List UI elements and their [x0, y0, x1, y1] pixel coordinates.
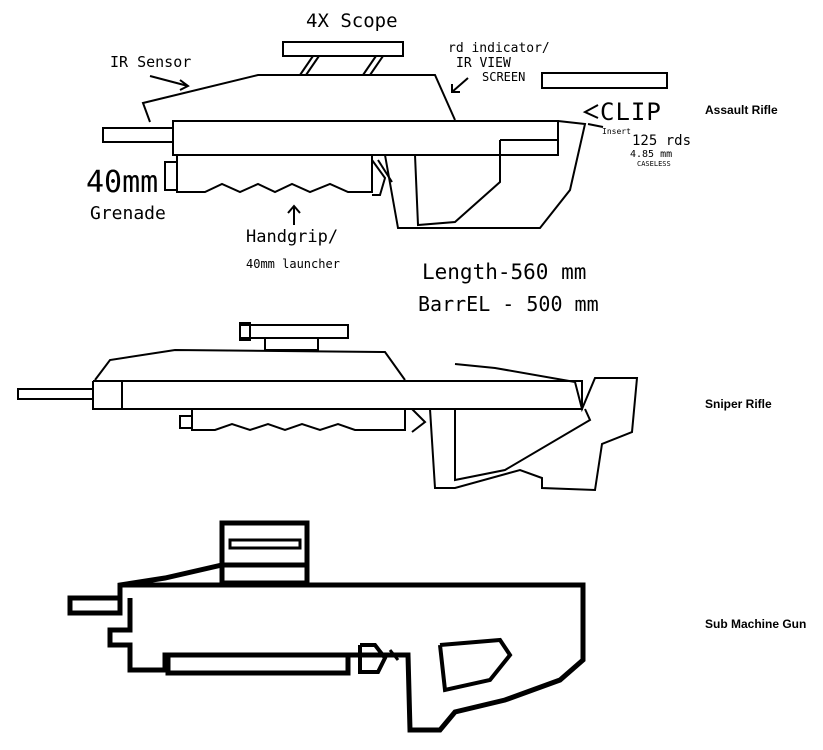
scope-mount — [299, 55, 314, 76]
smg-trigger — [358, 643, 388, 674]
trigger-guard — [371, 159, 387, 196]
smg-top-sight-inner — [228, 538, 302, 550]
smg-barrel — [67, 595, 123, 616]
sniper-scope-mount — [264, 337, 319, 351]
sub-machine-gun-label: Sub Machine Gun — [705, 617, 807, 631]
smg-body — [107, 582, 586, 733]
handgrip-arrow — [287, 204, 301, 225]
smg-top-sight — [219, 520, 310, 586]
length-label: Length-560 mm — [422, 260, 587, 284]
assault-rifle-label: Assault Rifle — [705, 103, 778, 117]
smg-foregrip — [165, 652, 351, 676]
handgrip-label-line2: 40mm launcher — [246, 257, 340, 271]
upper-housing — [141, 74, 456, 123]
smg-trigger-detail — [388, 649, 400, 661]
clip-label: CLIP — [600, 98, 662, 126]
insert-label: Insert — [602, 127, 631, 136]
sniper-trigger — [411, 408, 427, 433]
barrel-label: BarrEL - 500 mm — [418, 292, 599, 316]
scope-tube — [282, 41, 404, 57]
caseless-label: CASELESS — [637, 160, 671, 168]
indicator-label-line3: SCREEN — [482, 70, 526, 84]
handgrip-label-line1: Handgrip/ — [246, 227, 339, 247]
trigger-guard — [377, 159, 393, 183]
smg-grip — [438, 637, 513, 693]
grenade-tube — [176, 155, 373, 194]
sniper-scope-eyepiece — [239, 322, 251, 341]
stock — [384, 120, 587, 229]
grenade-label-line1: 40mm — [86, 165, 159, 200]
ir-sensor-arrow — [149, 75, 190, 91]
grenade-label-line2: Grenade — [90, 203, 166, 224]
sniper-main-body — [121, 380, 583, 410]
clip-arrow — [582, 104, 599, 119]
sniper-stock-inner — [454, 408, 592, 482]
sniper-foregrip — [191, 409, 406, 432]
ir-view-screen — [541, 72, 668, 89]
main-body — [172, 120, 559, 156]
indicator-label-line1: rd indicator/ — [448, 41, 550, 56]
indicator-label-line2: IR VIEW — [456, 56, 511, 71]
indicator-arrow — [451, 77, 469, 93]
sniper-rifle-label: Sniper Rifle — [705, 397, 772, 411]
insert-arrow — [587, 123, 604, 128]
scope-mount — [362, 55, 377, 76]
scope-mount — [305, 55, 320, 76]
rounds-label: 125 rds — [632, 133, 692, 149]
caliber-label: 4.85 mm — [630, 149, 673, 160]
grip — [414, 140, 501, 227]
scope-mount — [369, 55, 384, 76]
ir-sensor-label: IR Sensor — [110, 53, 192, 71]
scope-label: 4X Scope — [306, 10, 398, 32]
sniper-stock — [429, 363, 639, 492]
sniper-upper-housing — [94, 348, 406, 381]
